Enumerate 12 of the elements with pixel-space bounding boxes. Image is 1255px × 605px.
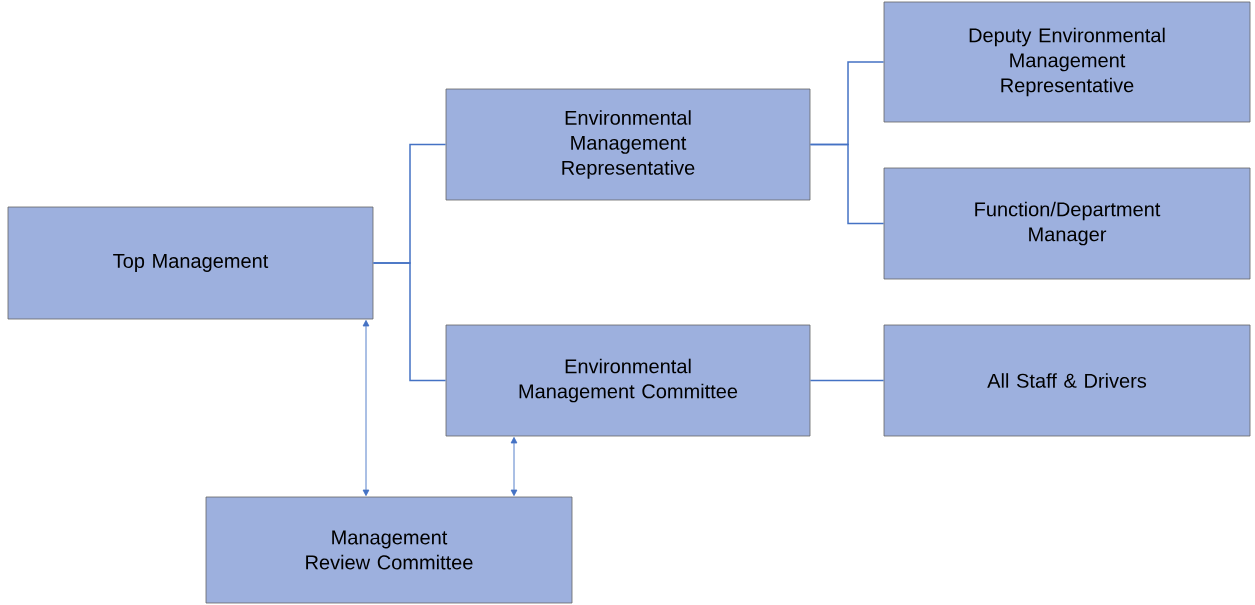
process-box: Function/Department Manager bbox=[883, 167, 1251, 280]
process-box: Deputy Environmental Management Representative bbox=[883, 1, 1251, 123]
process-box: Top Management bbox=[7, 206, 374, 320]
connector-line bbox=[809, 379, 885, 382]
process-box: All Staff & Drivers bbox=[883, 324, 1251, 437]
process-box: Environmental Management Committee bbox=[445, 324, 811, 437]
connector-line bbox=[372, 262, 447, 382]
process-box: Management Review Committee bbox=[205, 496, 573, 604]
arrow bbox=[510, 436, 518, 497]
process-box: Environmental Management Representative bbox=[445, 88, 811, 201]
connector-line bbox=[809, 143, 885, 225]
arrow bbox=[362, 319, 370, 497]
